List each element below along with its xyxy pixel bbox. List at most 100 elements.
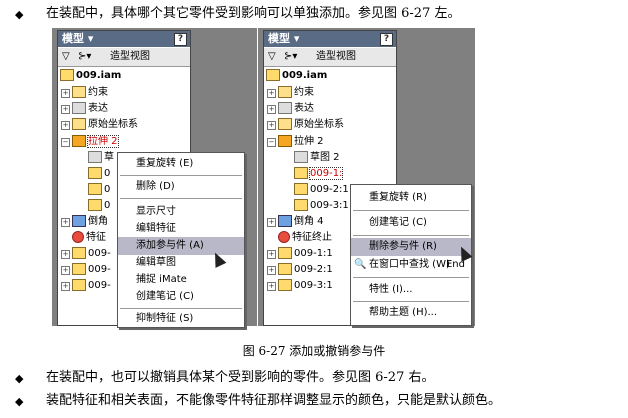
assembly-icon <box>266 69 280 81</box>
menu-item-edit-feature[interactable]: 编辑特征 <box>136 223 176 234</box>
search-icon: 🔍 <box>354 259 367 270</box>
assembly-icon <box>60 69 74 81</box>
modeling-view-button[interactable]: 造型视图 <box>110 51 150 62</box>
representation-icon <box>72 102 86 114</box>
tree-item-end-of-features[interactable]: 特征 <box>72 230 106 246</box>
representation-icon <box>278 102 292 114</box>
tree-item-part[interactable]: 0 <box>88 198 110 214</box>
part-icon <box>88 167 102 179</box>
right-panel-title-text: 模型 ▾ <box>268 32 300 45</box>
expand-icon[interactable]: + <box>61 121 70 130</box>
tree-item-chamfer[interactable]: 倒角 4 <box>278 214 324 230</box>
tree-item-chamfer[interactable]: 倒角 <box>72 214 108 230</box>
view-options-icon[interactable]: ⊱▾ <box>78 51 92 62</box>
tree-item-sketch[interactable]: 草 <box>88 150 114 166</box>
tree-item-extrusion[interactable]: 拉伸 2 <box>72 134 119 150</box>
filter-icon[interactable]: ▽ <box>62 51 70 62</box>
collapse-icon[interactable]: − <box>267 138 276 147</box>
expand-icon[interactable]: + <box>61 89 70 98</box>
tree-item-part[interactable]: 0 <box>88 182 110 198</box>
tree-item-component[interactable]: 009-2:1 <box>278 262 333 278</box>
tree-item-extrusion[interactable]: 拉伸 2 <box>278 134 324 150</box>
tree-item-part[interactable]: 0 <box>88 166 110 182</box>
component-icon <box>278 247 292 259</box>
bullet-1: ◆ <box>15 8 24 21</box>
expand-icon[interactable]: + <box>61 105 70 114</box>
right-panel-toolbar: ▽ ⊱▾ 造型视图 <box>264 48 396 67</box>
menu-item-remove-participant[interactable]: 删除参与件 (R) <box>351 238 471 256</box>
left-panel-toolbar: ▽ ⊱▾ 造型视图 <box>58 48 190 67</box>
tree-item-constraints[interactable]: 约束 <box>72 85 108 101</box>
right-model-tree: 009.iam + 约束 + 表达 + 原始坐标系 − 拉伸 2 草图 2 00… <box>264 68 396 325</box>
menu-separator <box>353 210 469 211</box>
tree-item-representations[interactable]: 表达 <box>72 101 108 117</box>
menu-separator <box>353 301 469 302</box>
tree-item-component[interactable]: 009- <box>72 278 111 294</box>
help-icon[interactable]: ? <box>380 33 393 46</box>
part-icon <box>88 183 102 195</box>
collapse-icon[interactable]: − <box>61 138 70 147</box>
expand-icon[interactable]: + <box>61 250 70 259</box>
chamfer-icon <box>278 215 292 227</box>
filter-icon[interactable]: ▽ <box>268 51 276 62</box>
right-model-panel: 模型 ▾ ? ▽ ⊱▾ 造型视图 009.iam + 约束 + 表达 + 原始坐… <box>263 30 397 326</box>
expand-icon[interactable]: + <box>267 250 276 259</box>
expand-icon[interactable]: + <box>61 266 70 275</box>
left-panel-title-text: 模型 ▾ <box>62 32 94 45</box>
expand-icon[interactable]: + <box>267 266 276 275</box>
end-of-features-icon <box>72 231 84 243</box>
menu-item-create-note[interactable]: 创建笔记 (C) <box>369 217 427 228</box>
menu-item-repeat-rotate[interactable]: 重复旋转 (R) <box>369 192 427 203</box>
component-icon <box>72 247 86 259</box>
expand-icon[interactable]: + <box>61 218 70 227</box>
right-screenshot: 模型 ▾ ? ▽ ⊱▾ 造型视图 009.iam + 约束 + 表达 + 原始坐… <box>258 28 475 326</box>
extrude-feature-icon <box>72 135 86 147</box>
expand-icon[interactable]: + <box>61 282 70 291</box>
find-in-window-label: 在窗口中查找 (W) <box>369 259 450 270</box>
menu-item-capture-imate[interactable]: 捕捉 iMate <box>136 274 187 285</box>
folder-icon <box>278 86 292 98</box>
expand-icon[interactable]: + <box>267 282 276 291</box>
tree-item-constraints[interactable]: 约束 <box>278 85 314 101</box>
menu-item-edit-sketch[interactable]: 编辑草图 <box>136 257 176 268</box>
folder-icon <box>72 86 86 98</box>
component-icon <box>278 263 292 275</box>
tree-item-part-selected[interactable]: 009-1: <box>294 166 344 182</box>
menu-item-suppress-feature[interactable]: 抑制特征 (S) <box>136 313 194 324</box>
tree-item-component[interactable]: 009-3:1 <box>278 278 333 294</box>
menu-item-add-participant[interactable]: 添加参与件 (A) <box>118 237 244 255</box>
view-options-icon[interactable]: ⊱▾ <box>284 51 298 62</box>
tree-item-origin[interactable]: 原始坐标系 <box>72 117 138 133</box>
paragraph-2: 在装配中，也可以撤销具体某个受到影响的零件。参见图 6-27 右。 <box>46 370 435 385</box>
tree-item-origin[interactable]: 原始坐标系 <box>278 117 344 133</box>
expand-icon[interactable]: + <box>267 218 276 227</box>
menu-item-properties[interactable]: 特性 (I)... <box>369 284 413 295</box>
tree-item-sketch[interactable]: 草图 2 <box>294 150 340 166</box>
menu-item-help-topics[interactable]: 帮助主题 (H)... <box>369 307 438 318</box>
expand-icon[interactable]: + <box>267 121 276 130</box>
tree-item-component[interactable]: 009- <box>72 246 111 262</box>
end-of-features-icon <box>278 231 290 243</box>
component-icon <box>278 279 292 291</box>
tree-item-root[interactable]: 009.iam <box>60 68 121 84</box>
help-icon[interactable]: ? <box>174 33 187 46</box>
left-panel-title: 模型 ▾ ? <box>58 31 190 47</box>
tree-item-end-of-features[interactable]: 特征终止 <box>278 230 332 246</box>
modeling-view-button[interactable]: 造型视图 <box>316 51 356 62</box>
tree-item-component[interactable]: 009- <box>72 262 111 278</box>
part-icon <box>294 183 308 195</box>
tree-item-part[interactable]: 009-3:1 <box>294 198 349 214</box>
menu-item-show-dimensions[interactable]: 显示尺寸 <box>136 206 176 217</box>
menu-item-delete[interactable]: 删除 (D) <box>136 181 175 192</box>
menu-separator <box>353 277 469 278</box>
menu-item-find-in-window[interactable]: 在窗口中查找 (W) End <box>351 256 471 274</box>
expand-icon[interactable]: + <box>267 105 276 114</box>
menu-separator <box>120 308 242 309</box>
tree-item-part[interactable]: 009-2:1 <box>294 182 349 198</box>
tree-item-root[interactable]: 009.iam <box>266 68 327 84</box>
menu-item-create-note[interactable]: 创建笔记 (C) <box>136 291 194 302</box>
menu-item-repeat-rotate[interactable]: 重复旋转 (E) <box>136 158 194 169</box>
expand-icon[interactable]: + <box>267 89 276 98</box>
tree-item-component[interactable]: 009-1:1 <box>278 246 333 262</box>
tree-item-representations[interactable]: 表达 <box>278 101 314 117</box>
